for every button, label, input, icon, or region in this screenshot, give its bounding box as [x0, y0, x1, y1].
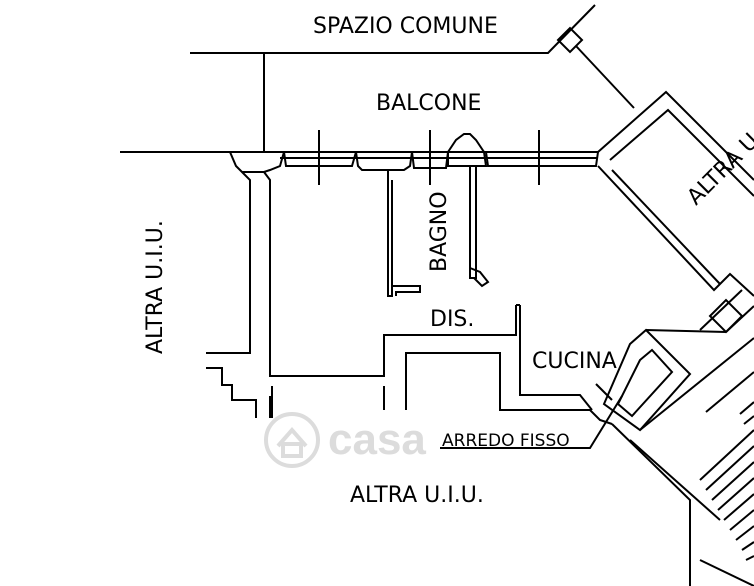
lower-walls [271, 304, 613, 425]
arredo-fisso-label: ARREDO FISSO [442, 431, 570, 451]
window-lintels [228, 133, 600, 173]
watermark-text: casa [328, 415, 426, 464]
right-walls [597, 90, 754, 586]
altra-uiu-bottom-label: ALTRA U.I.U. [350, 483, 484, 508]
spazio-comune-label: SPAZIO COMUNE [313, 14, 498, 39]
watermark: casa [264, 412, 426, 468]
bagno-label: BAGNO [427, 191, 452, 272]
common-space-boundary [190, 4, 635, 152]
staircase [699, 371, 754, 586]
left-walls [206, 171, 517, 418]
balcony-railing [120, 130, 598, 185]
house-icon [264, 412, 320, 468]
balcone-label: BALCONE [376, 91, 481, 116]
altra-uiu-left-label: ALTRA U.I.U. [143, 220, 168, 354]
cucina-label: CUCINA [532, 349, 617, 374]
dis-label: DIS. [430, 307, 474, 332]
bathroom-walls [387, 166, 490, 297]
arredo-leader-line [440, 395, 623, 449]
